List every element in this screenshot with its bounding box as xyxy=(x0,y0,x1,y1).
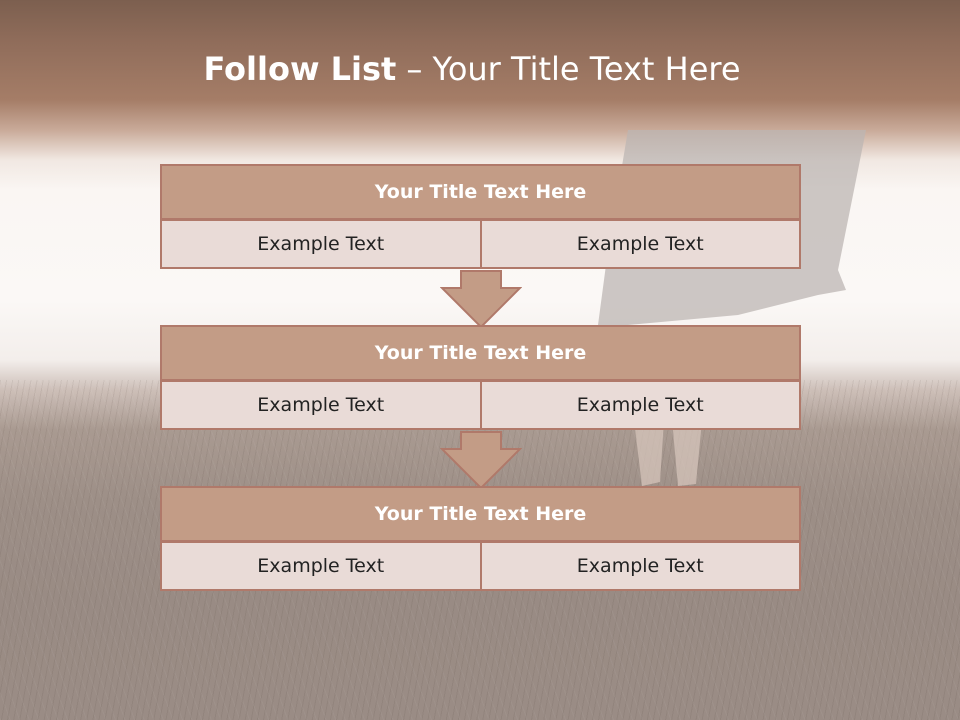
slide-title: Follow List– Your Title Text Here xyxy=(0,50,944,88)
block-header: Your Title Text Here xyxy=(160,164,801,220)
list-block-3: Your Title Text Here Example Text Exampl… xyxy=(160,486,801,591)
block-row: Example Text Example Text xyxy=(160,219,801,269)
block-cell-right: Example Text xyxy=(479,541,801,591)
block-header: Your Title Text Here xyxy=(160,486,801,542)
block-header: Your Title Text Here xyxy=(160,325,801,381)
block-cell-right: Example Text xyxy=(479,219,801,269)
block-cell-left: Example Text xyxy=(160,219,482,269)
title-rest: Your Title Text Here xyxy=(432,50,741,88)
title-bold: Follow List xyxy=(203,50,397,88)
block-cell-left: Example Text xyxy=(160,541,482,591)
down-arrow-icon xyxy=(440,431,522,490)
list-block-2: Your Title Text Here Example Text Exampl… xyxy=(160,325,801,430)
block-row: Example Text Example Text xyxy=(160,380,801,430)
block-row: Example Text Example Text xyxy=(160,541,801,591)
title-dash: – xyxy=(406,50,423,88)
block-cell-left: Example Text xyxy=(160,380,482,430)
legs-image xyxy=(634,420,702,486)
down-arrow-icon xyxy=(440,270,522,329)
list-block-1: Your Title Text Here Example Text Exampl… xyxy=(160,164,801,269)
block-cell-right: Example Text xyxy=(479,380,801,430)
